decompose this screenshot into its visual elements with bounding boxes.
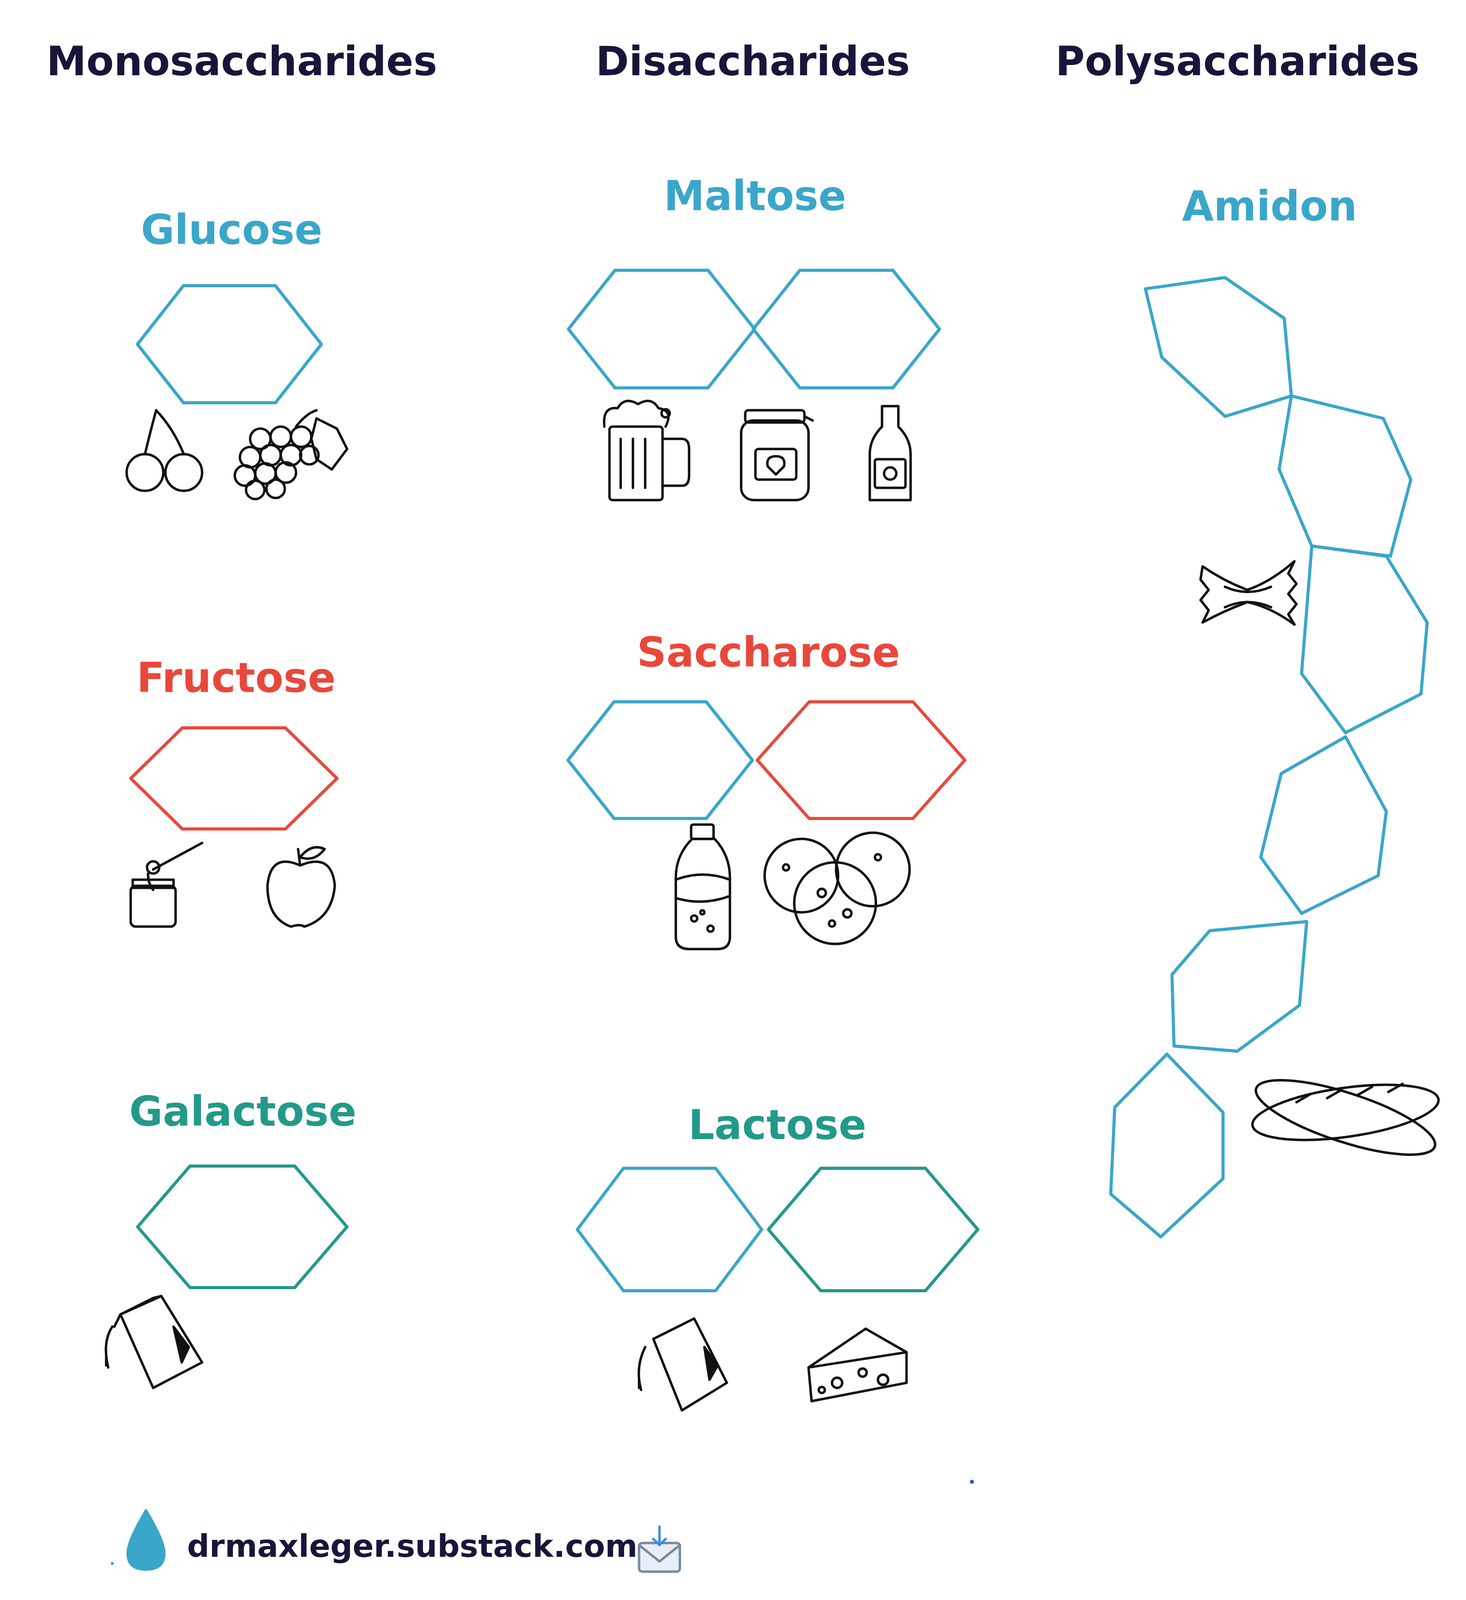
ring-shape [753,270,940,388]
ring-shape [137,1166,348,1289]
milk-carton [106,1296,727,1411]
water-drop [110,1480,975,1571]
column-heading: Monosaccharides [46,37,437,85]
ketchup-bottle [869,406,911,501]
sugar-node: Maltose [561,170,949,398]
ring-shape [1171,921,1307,1052]
sugar-node: Amidon [1095,180,1444,1246]
sugar-name: Amidon [1095,180,1444,232]
ring-shape [1145,277,1292,417]
sugar-name: Maltose [561,170,949,221]
ring-shape [1301,546,1428,733]
ring-shape [757,702,965,819]
sugar-node: Lactose [570,1099,985,1300]
jam-jar [741,410,813,501]
beer-mug [604,400,690,501]
ring-shape [130,728,338,830]
sugar-node: Saccharose [561,626,976,828]
sugar-name: Fructose [120,652,352,703]
baguettes [1248,1065,1443,1171]
ring-shape [577,1168,762,1292]
ring-shape [768,1168,978,1292]
honey-jar [130,843,202,927]
sugar-node: Galactose [124,1086,361,1296]
sugar-ring-outline [1095,180,1444,1246]
pasta-bow [1200,561,1297,625]
sugar-name: Glucose [124,204,339,255]
sugar-name: Saccharose [561,626,976,678]
ring-shape [137,285,322,404]
cookies [764,833,910,945]
cherries [126,410,203,491]
column-heading: Disaccharides [595,37,911,85]
watermark: drmaxleger.substack.com [187,1528,638,1565]
sugar-name: Galactose [124,1086,361,1137]
ring-shape [568,270,755,388]
sugar-node: Glucose [124,204,339,409]
sugar-node: Fructose [120,652,352,835]
ring-shape [1110,1054,1223,1238]
ring-shape [567,702,753,819]
cheese [808,1329,907,1402]
soda-bottle [675,824,730,950]
grapes [234,410,348,499]
sugar-name: Lactose [570,1099,985,1151]
ring-shape [1260,737,1387,915]
envelope [639,1527,681,1573]
column-heading: Polysaccharides [1055,37,1420,85]
ring-shape [1279,396,1412,557]
apple [267,847,335,927]
